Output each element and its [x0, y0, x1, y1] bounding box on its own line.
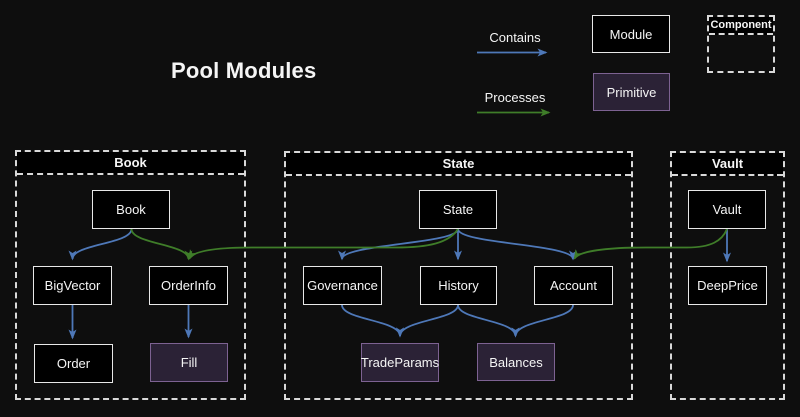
- legend-processes-label: Processes: [484, 90, 546, 105]
- node-book-label: Book: [116, 202, 146, 217]
- group-vault-label: Vault: [711, 156, 744, 171]
- node-bigvector: BigVector: [33, 266, 112, 305]
- node-history-label: History: [438, 278, 479, 293]
- node-governance-label: Governance: [307, 278, 378, 293]
- group-state-label: State: [442, 156, 475, 171]
- legend-module-box: Module: [592, 15, 670, 53]
- legend-contains-label: Contains: [489, 30, 541, 45]
- node-balances: Balances: [477, 343, 555, 381]
- page-title: Pool Modules: [171, 58, 317, 83]
- node-account-label: Account: [550, 278, 597, 293]
- node-deepprice: DeepPrice: [688, 266, 767, 305]
- node-vault-label: Vault: [712, 202, 742, 217]
- node-governance: Governance: [303, 266, 382, 305]
- group-vault: Vault: [670, 151, 785, 400]
- group-vault-header: Vault: [672, 153, 783, 176]
- node-history: History: [420, 266, 497, 305]
- node-balances-label: Balances: [489, 354, 543, 370]
- node-fill: Fill: [150, 343, 228, 382]
- node-state: State: [419, 190, 497, 229]
- node-orderinfo: OrderInfo: [149, 266, 228, 305]
- node-deepprice-label: DeepPrice: [697, 278, 758, 293]
- node-orderinfo-label: OrderInfo: [161, 278, 216, 293]
- legend-component-header: Component: [709, 17, 773, 35]
- node-vault: Vault: [688, 190, 766, 229]
- node-order-label: Order: [56, 356, 91, 371]
- group-book-header: Book: [17, 152, 244, 175]
- node-state-label: State: [442, 202, 474, 217]
- legend-primitive-label: Primitive: [606, 84, 657, 100]
- node-bigvector-label: BigVector: [44, 278, 101, 293]
- group-book-label: Book: [114, 155, 147, 170]
- node-order: Order: [34, 344, 113, 383]
- legend-component-label: Component: [710, 19, 772, 31]
- legend-primitive-box: Primitive: [593, 73, 670, 111]
- node-fill-label: Fill: [180, 355, 198, 370]
- legend-module-label: Module: [609, 26, 653, 42]
- group-state-header: State: [286, 153, 631, 176]
- node-account: Account: [534, 266, 613, 305]
- node-book: Book: [92, 190, 170, 229]
- node-tradeparams-label: TradeParams: [360, 355, 440, 370]
- legend-component-box: Component: [707, 15, 775, 73]
- node-tradeparams: TradeParams: [361, 343, 439, 382]
- group-book: Book: [15, 150, 246, 400]
- group-state: State: [284, 151, 633, 400]
